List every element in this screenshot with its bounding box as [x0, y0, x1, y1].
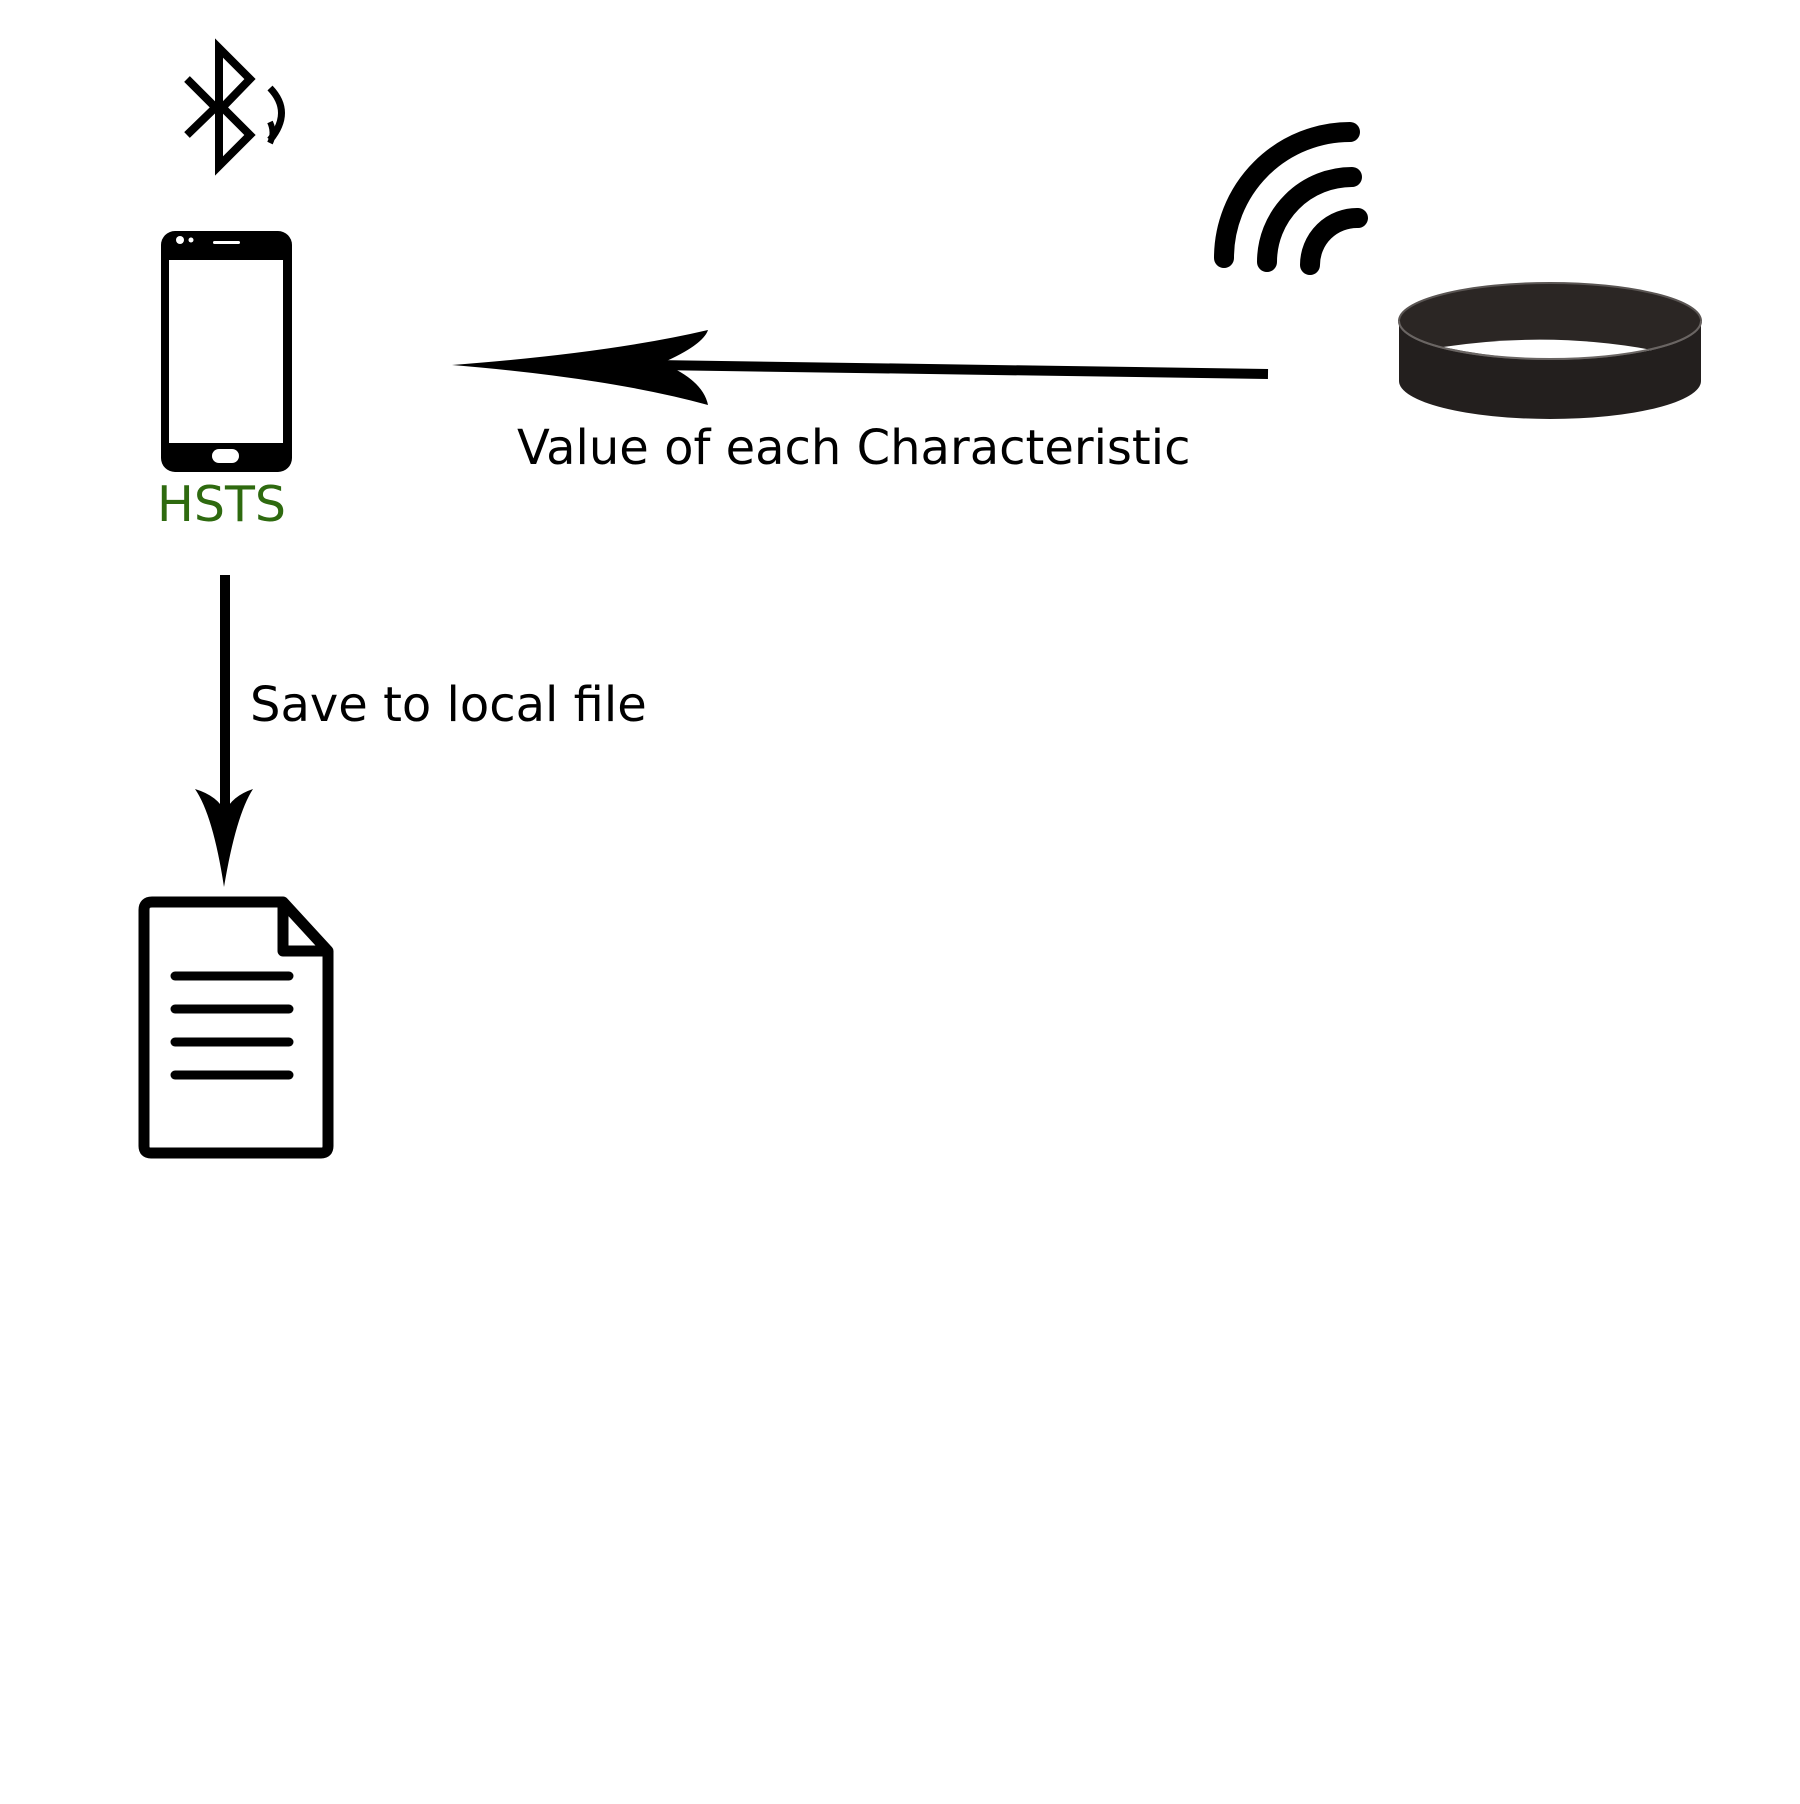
- document-icon: [138, 896, 334, 1159]
- arrow-save-label: Save to local file: [250, 677, 647, 733]
- bluetooth-icon: [184, 38, 285, 176]
- wireless-signal-icon: [1214, 122, 1368, 275]
- wristband-icon: [1398, 282, 1702, 419]
- arrow-save: [195, 575, 253, 887]
- phone-label: HSTS: [157, 476, 286, 533]
- arrow-value-label: Value of each Characteristic: [517, 420, 1191, 476]
- smartphone-icon: [161, 231, 292, 472]
- arrow-value: [452, 330, 1269, 405]
